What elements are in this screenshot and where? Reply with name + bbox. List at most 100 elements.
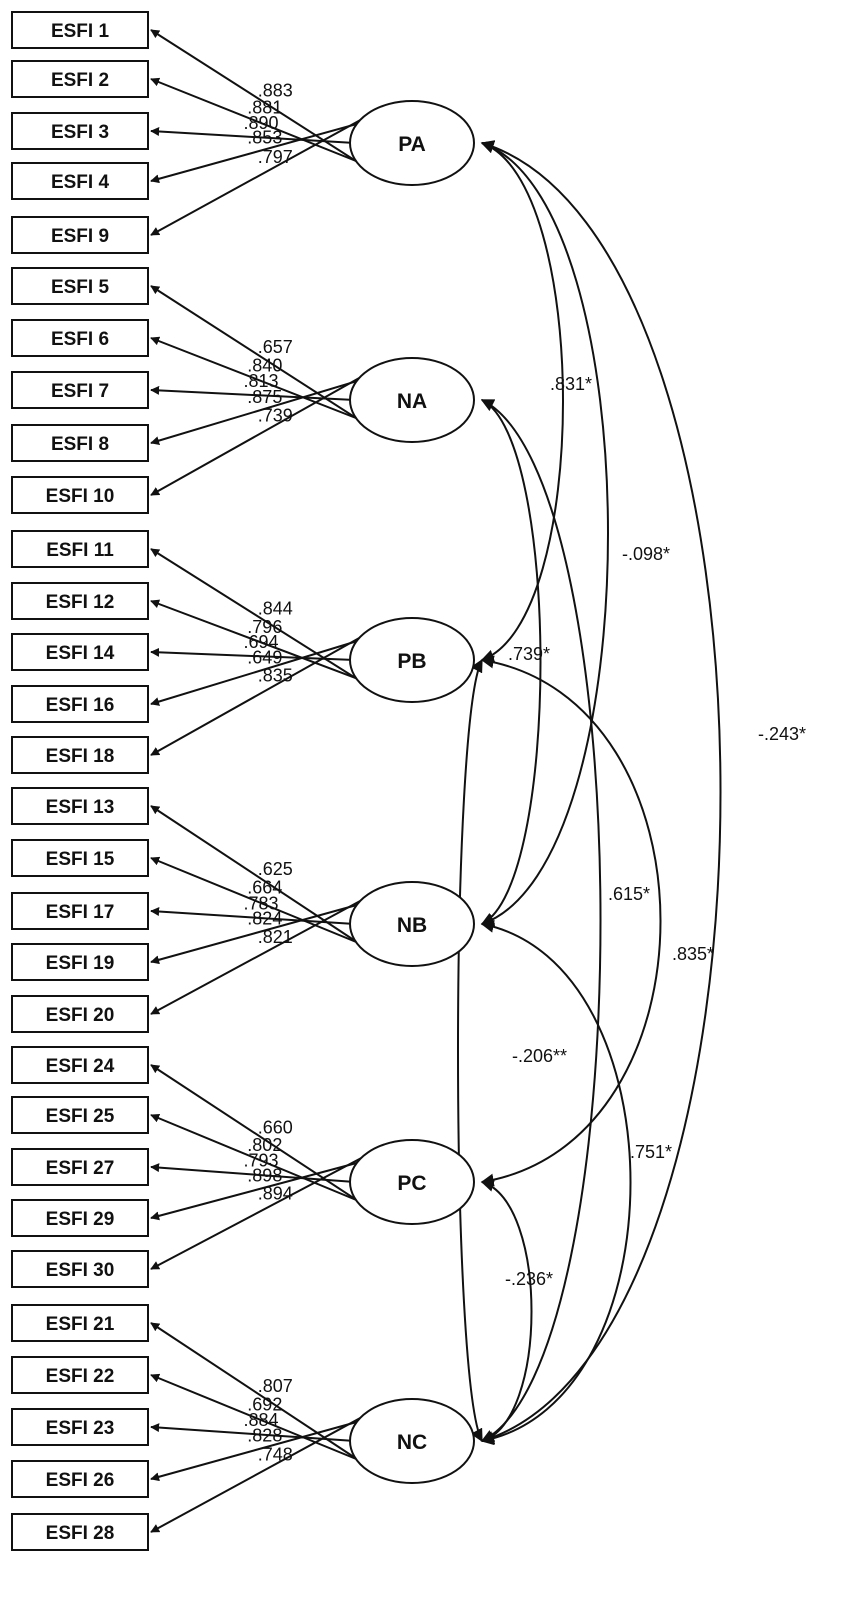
- indicator-box-outline: [11, 267, 149, 305]
- loading-value: .894: [258, 1184, 293, 1204]
- indicator-label: ESFI 28: [46, 1523, 115, 1544]
- indicator-box: ESFI 27: [11, 1148, 149, 1186]
- indicator-box: ESFI 7: [11, 371, 149, 409]
- factor-label: NB: [397, 914, 427, 937]
- indicator-label: ESFI 16: [46, 695, 115, 716]
- indicator-label: ESFI 19: [46, 953, 115, 974]
- indicator-box: ESFI 3: [11, 112, 149, 150]
- loading-arrow-nb-2: [150, 856, 364, 946]
- loading-arrow-na-1: [150, 285, 385, 437]
- indicator-box-outline: [11, 1199, 149, 1237]
- indicator-box: ESFI 13: [11, 787, 149, 825]
- indicator-box: ESFI 28: [11, 1513, 149, 1551]
- indicator-label: ESFI 29: [46, 1209, 115, 1230]
- indicator-label: ESFI 2: [51, 70, 109, 91]
- loading-arrow-pa-1: [150, 29, 385, 180]
- indicator-box: ESFI 1: [11, 11, 149, 49]
- indicator-box-outline: [11, 839, 149, 877]
- loading-arrow-pb-1: [150, 548, 385, 697]
- indicator-box-outline: [11, 633, 149, 671]
- indicator-label: ESFI 26: [46, 1470, 115, 1491]
- indicator-box-outline: [11, 1304, 149, 1342]
- loading-value: .875: [247, 387, 282, 407]
- indicator-box: ESFI 26: [11, 1460, 149, 1498]
- factor-node-pc: PC: [349, 1139, 475, 1225]
- indicator-box: ESFI 14: [11, 633, 149, 671]
- loading-value: .783: [243, 894, 278, 914]
- loading-value: .844: [258, 598, 293, 618]
- correlation-value: .615*: [608, 884, 650, 904]
- indicator-box-outline: [11, 736, 149, 774]
- indicator-label: ESFI 12: [46, 592, 115, 613]
- indicator-box: ESFI 2: [11, 60, 149, 98]
- indicator-box-outline: [11, 1356, 149, 1394]
- loading-value: .890: [243, 113, 278, 133]
- loading-value: .802: [247, 1135, 282, 1155]
- indicator-box: ESFI 30: [11, 1250, 149, 1288]
- factor-ellipse: [349, 1139, 475, 1225]
- correlation-arc-na-nb: [480, 399, 542, 925]
- indicator-box: ESFI 18: [11, 736, 149, 774]
- loading-value: .828: [247, 1426, 282, 1446]
- indicator-label: ESFI 7: [51, 381, 109, 402]
- correlation-value: -.243*: [758, 724, 806, 744]
- correlation-arc-pa-pb: [480, 140, 564, 663]
- loading-arrow-nc-2: [150, 1373, 364, 1463]
- loading-arrow-pb-4: [150, 638, 363, 706]
- loading-value: .883: [258, 80, 293, 100]
- indicator-box: ESFI 24: [11, 1046, 149, 1084]
- loading-value: .824: [247, 909, 282, 929]
- loading-value: .881: [247, 97, 282, 117]
- loading-path-layer: .883.881.890.853.797.657.840.813.875.739…: [150, 29, 385, 1533]
- indicator-label: ESFI 24: [46, 1056, 115, 1077]
- indicator-box-outline: [11, 319, 149, 357]
- loading-arrow-nb-5: [150, 887, 385, 1015]
- loading-value: .796: [247, 617, 282, 637]
- indicator-label: ESFI 8: [51, 434, 109, 455]
- loading-value: .807: [258, 1376, 293, 1396]
- indicator-box: ESFI 19: [11, 943, 149, 981]
- factor-label: PC: [397, 1172, 426, 1195]
- indicator-box-outline: [11, 216, 149, 254]
- indicator-box: ESFI 25: [11, 1096, 149, 1134]
- loading-arrow-nc-5: [150, 1404, 385, 1533]
- correlation-layer: .831*-.098*-.243*.739*.615*.835*-.206**.…: [457, 140, 806, 1446]
- indicator-box-outline: [11, 582, 149, 620]
- factor-ellipse: [349, 1398, 475, 1484]
- factor-node-pb: PB: [349, 617, 475, 703]
- indicator-box: ESFI 11: [11, 530, 149, 568]
- correlation-arc-pb-pc: [480, 655, 662, 1187]
- loading-value: .625: [258, 859, 293, 879]
- factor-node-pa: PA: [349, 100, 475, 186]
- loading-arrow-pa-4: [150, 121, 363, 184]
- factor-label: PB: [397, 650, 426, 673]
- indicator-box-outline: [11, 424, 149, 462]
- indicator-label: ESFI 13: [46, 797, 115, 818]
- loading-value: .748: [258, 1445, 293, 1465]
- indicator-box: ESFI 8: [11, 424, 149, 462]
- correlation-value: -.236*: [505, 1269, 553, 1289]
- loading-arrow-pc-1: [150, 1064, 385, 1219]
- indicator-box-outline: [11, 162, 149, 200]
- factor-label: NA: [397, 390, 427, 413]
- indicator-box-outline: [11, 476, 149, 514]
- indicator-box-outline: [11, 112, 149, 150]
- loading-arrow-na-4: [150, 378, 363, 445]
- correlation-value: -.098*: [622, 544, 670, 564]
- factor-label: NC: [397, 1431, 427, 1454]
- indicator-box-outline: [11, 1096, 149, 1134]
- loading-arrow-na-2: [150, 336, 364, 422]
- factor-ellipse: [349, 100, 475, 186]
- indicator-box-outline: [11, 685, 149, 723]
- indicator-label: ESFI 6: [51, 329, 109, 350]
- indicator-label: ESFI 9: [51, 226, 109, 247]
- loading-arrow-pb-5: [150, 623, 385, 756]
- correlation-value: -.206**: [512, 1046, 567, 1066]
- indicator-box: ESFI 10: [11, 476, 149, 514]
- indicator-box: ESFI 5: [11, 267, 149, 305]
- correlation-arc-pa-nb: [480, 140, 609, 927]
- indicator-box: ESFI 16: [11, 685, 149, 723]
- loading-value: .797: [258, 147, 293, 167]
- indicator-box: ESFI 20: [11, 995, 149, 1033]
